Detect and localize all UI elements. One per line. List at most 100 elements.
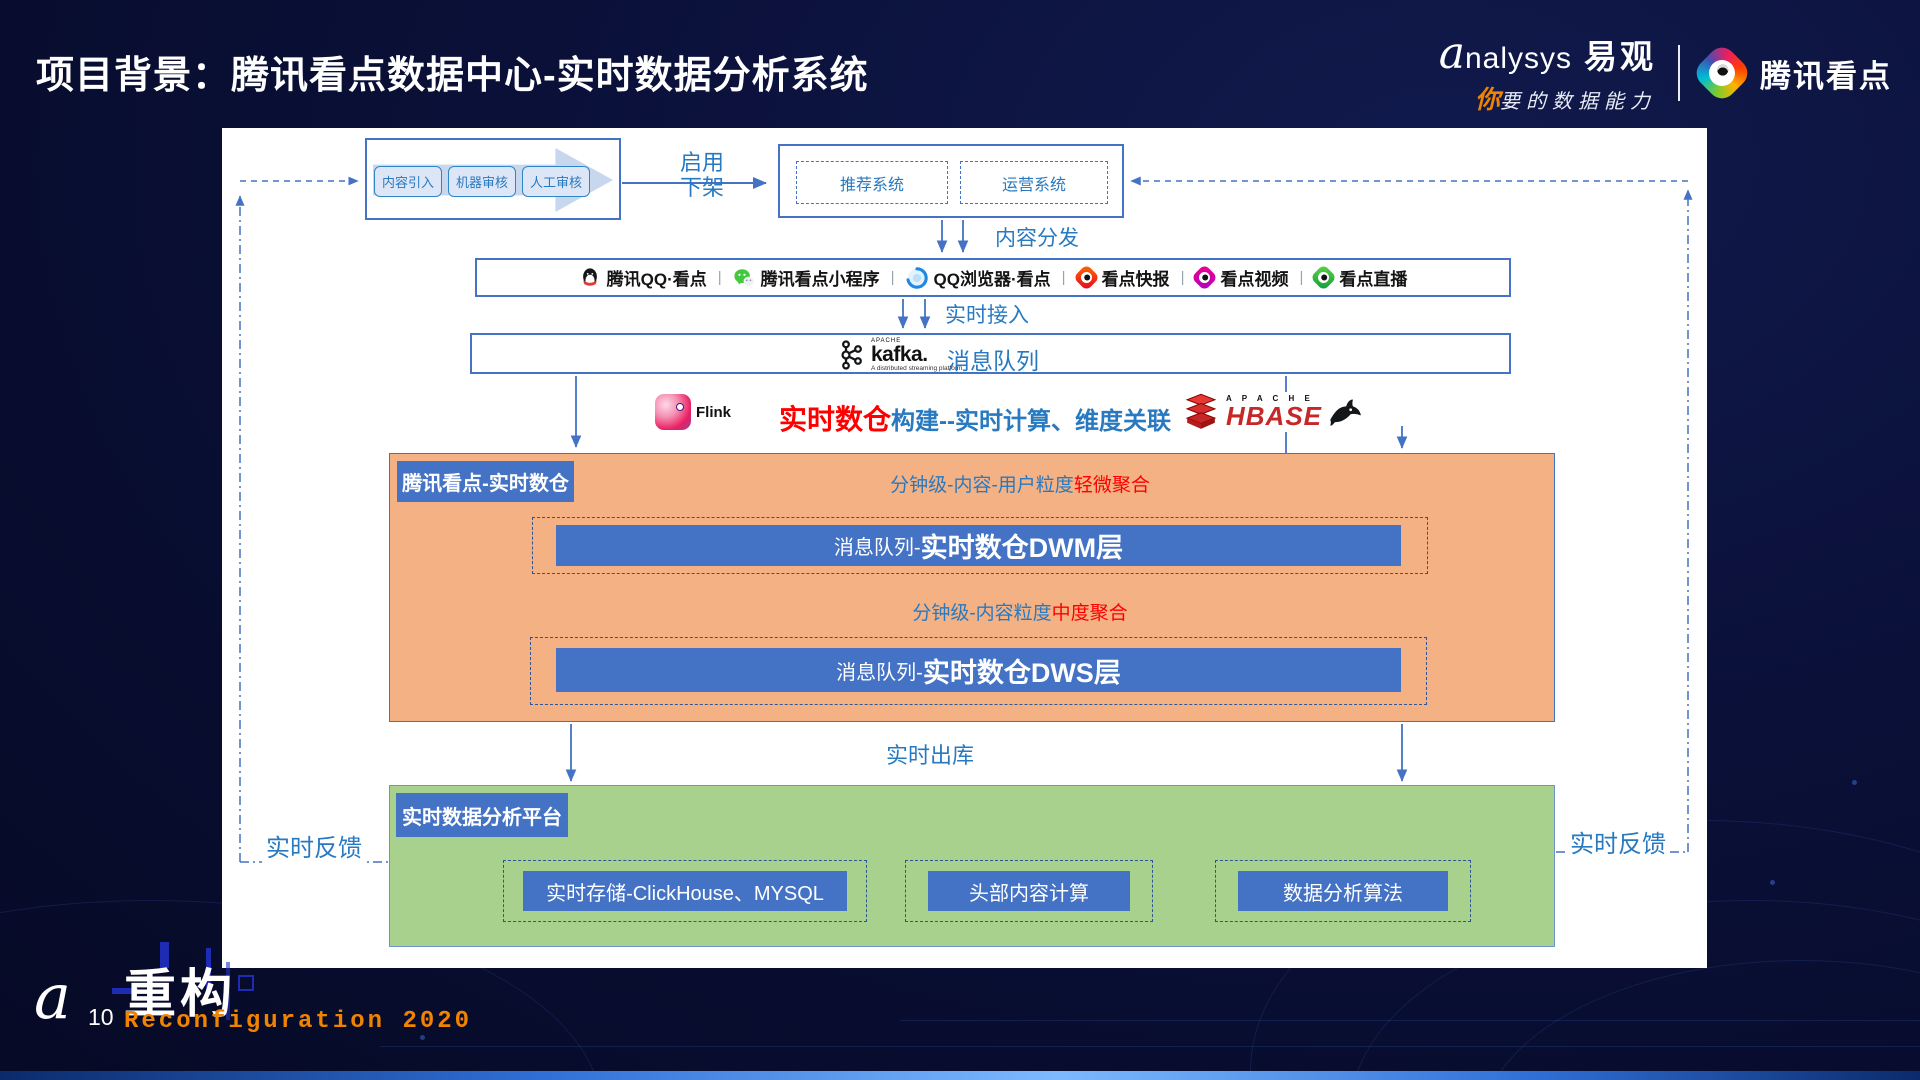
agg2-highlight: 中度聚合 bbox=[1051, 603, 1128, 624]
message-queue-label: 消息队列 bbox=[947, 348, 1039, 374]
wechat-icon bbox=[734, 268, 754, 286]
agg1-plain: 分钟级-内容-用户粒度 bbox=[890, 475, 1074, 496]
enable-label: 启用 bbox=[679, 150, 724, 175]
recommendation-system-box: 推荐系统 bbox=[796, 161, 948, 204]
kafka-logo: APACHE kafka. A distributed streaming pl… bbox=[837, 338, 962, 373]
flink-name-label: Flink bbox=[696, 403, 732, 421]
analysys-name: nalysys bbox=[1464, 42, 1572, 75]
analysys-tagline: 你要的数据能力 bbox=[1439, 80, 1656, 116]
orca-icon bbox=[1330, 399, 1361, 426]
hbase-name-label: HBASE bbox=[1226, 401, 1323, 431]
dws-layer-bar: 消息队列-实时数仓DWS层 bbox=[556, 648, 1401, 692]
kafka-icon bbox=[841, 340, 862, 370]
separator: | bbox=[890, 269, 895, 286]
kandian-green-icon bbox=[1310, 264, 1338, 291]
enable-remove-label: 启用 下架 bbox=[672, 150, 732, 201]
glitch-decor bbox=[112, 988, 138, 994]
product-label: QQ浏览器·看点 bbox=[933, 270, 1051, 289]
module-algorithm-container bbox=[1215, 860, 1471, 922]
kandian-magenta-icon bbox=[1191, 264, 1219, 291]
footer-event-en: Reconfiguration 2020 bbox=[124, 1008, 473, 1035]
dws-name: 实时数仓DWS层 bbox=[922, 657, 1121, 688]
brand-divider bbox=[1678, 45, 1680, 101]
separator: | bbox=[1061, 269, 1066, 286]
analysys-a-icon: a bbox=[1438, 28, 1465, 79]
qq-icon bbox=[582, 267, 597, 286]
hbase-apache-label: A P A C H E bbox=[1226, 394, 1314, 403]
glitch-decor bbox=[206, 948, 211, 994]
audit-step-content-intake: 内容引入 bbox=[374, 166, 443, 197]
product-kandian-kuaibao: 看点快报 bbox=[1072, 264, 1170, 291]
dw-build-caption: 实时数仓构建--实时计算、维度关联 bbox=[770, 398, 1180, 438]
flink-logo: Flink bbox=[655, 394, 731, 430]
footer-analysys-a-icon: a bbox=[34, 960, 71, 1033]
dwm-layer-bar: 消息队列-实时数仓DWM层 bbox=[556, 525, 1401, 566]
separator: | bbox=[1299, 269, 1304, 286]
agg1-highlight: 轻微聚合 bbox=[1073, 475, 1150, 496]
bg-dot bbox=[420, 1035, 425, 1040]
dws-prefix: 消息队列- bbox=[836, 661, 923, 684]
bg-line bbox=[380, 1046, 1920, 1047]
bg-dot bbox=[1770, 880, 1775, 885]
analysys-cn: 易观 bbox=[1584, 38, 1656, 75]
platform-title-badge: 实时数据分析平台 bbox=[396, 793, 568, 837]
qq-browser-icon bbox=[906, 266, 928, 289]
dws-dashed-container bbox=[530, 637, 1427, 705]
product-label: 腾讯QQ·看点 bbox=[606, 270, 707, 289]
dw-build-highlight: 实时数仓 bbox=[779, 404, 892, 435]
product-kandian-live: 看点直播 bbox=[1310, 264, 1407, 291]
aggregation-caption-2: 分钟级-内容粒度中度聚合 bbox=[720, 598, 1320, 625]
kafka-message-queue-bar: APACHE kafka. A distributed streaming pl… bbox=[470, 333, 1511, 374]
module-storage-container bbox=[503, 860, 867, 922]
audit-step-machine-review: 机器审核 bbox=[448, 166, 517, 197]
realtime-feedback-right-label: 实时反馈 bbox=[1566, 824, 1670, 859]
hbase-stack-icon bbox=[1185, 393, 1217, 429]
tagline-highlight: 你 bbox=[1474, 85, 1500, 114]
operation-system-box: 运营系统 bbox=[960, 161, 1108, 204]
product-label: 看点快报 bbox=[1101, 270, 1170, 289]
dwm-dashed-container bbox=[532, 517, 1428, 574]
eye-icon bbox=[1197, 269, 1213, 286]
glitch-decor bbox=[238, 975, 254, 991]
glitch-decor bbox=[226, 962, 230, 1020]
kafka-name-label: kafka. bbox=[871, 343, 928, 366]
page-title: 项目背景：腾讯看点数据中心-实时数据分析系统 bbox=[36, 55, 869, 97]
realtime-feedback-left-label: 实时反馈 bbox=[262, 828, 366, 863]
separator: | bbox=[1180, 269, 1185, 286]
agg2-plain: 分钟级-内容粒度 bbox=[912, 603, 1052, 624]
bottom-accent-bar bbox=[0, 1071, 1920, 1080]
module-head-content-container bbox=[905, 860, 1153, 922]
module-head-content-bar: 头部内容计算 bbox=[928, 871, 1130, 911]
remove-label: 下架 bbox=[679, 175, 724, 201]
module-algorithm-bar: 数据分析算法 bbox=[1238, 871, 1448, 911]
separator: | bbox=[717, 269, 722, 286]
product-qq-browser: QQ浏览器·看点 bbox=[906, 265, 1051, 290]
aggregation-caption-1: 分钟级-内容-用户粒度轻微聚合 bbox=[720, 470, 1320, 497]
dw-build-rest: 构建--实时计算、维度关联 bbox=[891, 408, 1171, 435]
product-qq-kandian: 腾讯QQ·看点 bbox=[579, 265, 707, 290]
audit-step-manual-review: 人工审核 bbox=[522, 166, 591, 197]
kafka-wordmark: APACHE kafka. A distributed streaming pl… bbox=[871, 338, 962, 373]
kafka-subtitle-label: A distributed streaming platform bbox=[871, 365, 963, 372]
realtime-out-label: 实时出库 bbox=[886, 743, 975, 768]
tagline-rest: 要的数据能力 bbox=[1500, 89, 1656, 113]
hbase-wordmark: A P A C H E HBASE bbox=[1226, 394, 1323, 431]
analysis-platform-region bbox=[389, 785, 1555, 947]
dwm-prefix: 消息队列- bbox=[833, 537, 921, 559]
kafka-apache-label: APACHE bbox=[871, 338, 902, 344]
bg-dot bbox=[1852, 780, 1857, 785]
warehouse-title-badge: 腾讯看点-实时数仓 bbox=[397, 461, 574, 502]
product-kandian-miniprogram: 腾讯看点小程序 bbox=[733, 265, 880, 290]
eye-icon bbox=[1078, 269, 1094, 286]
hbase-logo: A P A C H E HBASE bbox=[1178, 392, 1367, 432]
product-label: 看点视频 bbox=[1220, 270, 1289, 289]
content-distribution-label: 内容分发 bbox=[995, 227, 1079, 250]
bg-line bbox=[900, 1020, 1920, 1021]
glitch-decor bbox=[160, 942, 169, 968]
footer-logo-number: 10 bbox=[88, 1004, 114, 1030]
product-label: 腾讯看点小程序 bbox=[760, 270, 880, 289]
footer-event-cn: 重构 bbox=[124, 966, 237, 1024]
